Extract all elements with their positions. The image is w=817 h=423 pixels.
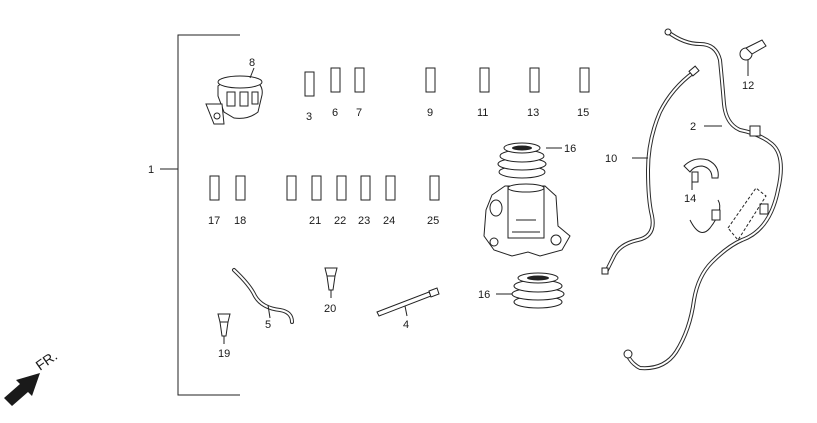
- part-15-icon: [579, 67, 590, 93]
- label-19: 19: [218, 348, 230, 360]
- part-21-icon: [311, 175, 322, 201]
- label-22: 22: [334, 215, 346, 227]
- label-10: 10: [605, 153, 617, 165]
- part-18-icon: [235, 175, 246, 201]
- front-arrow-icon: [4, 373, 40, 406]
- boot-lower-icon: [496, 272, 565, 309]
- clip-20-icon: [324, 267, 338, 298]
- label-6: 6: [332, 107, 338, 119]
- part-9-icon: [425, 67, 436, 93]
- clip-14-icon: [683, 158, 719, 190]
- label-17: 17: [208, 215, 220, 227]
- label-16-lower: 16: [478, 289, 490, 301]
- label-8: 8: [249, 57, 255, 69]
- label-20: 20: [324, 303, 336, 315]
- fr-label: FR.: [33, 347, 61, 373]
- assembly-bracket: [160, 34, 240, 396]
- label-16-upper: 16: [564, 143, 576, 155]
- label-3: 3: [306, 111, 312, 123]
- label-13: 13: [527, 107, 539, 119]
- part-unlabeled-icon: [286, 175, 297, 201]
- label-9: 9: [427, 107, 433, 119]
- hose-10-icon: [601, 65, 700, 275]
- label-15: 15: [577, 107, 589, 119]
- part-17-icon: [209, 175, 220, 201]
- label-2: 2: [690, 121, 696, 133]
- part-6-icon: [330, 67, 341, 93]
- caliper-icon: [483, 183, 571, 257]
- reservoir-icon: [205, 67, 263, 125]
- label-4: 4: [403, 319, 409, 331]
- part-11-icon: [479, 67, 490, 93]
- label-23: 23: [358, 215, 370, 227]
- label-5: 5: [265, 319, 271, 331]
- part-3-icon: [304, 71, 315, 97]
- part-24-icon: [385, 175, 396, 201]
- bent-tube-icon: [232, 268, 294, 324]
- label-11: 11: [477, 107, 488, 119]
- label-7: 7: [356, 107, 362, 119]
- part-25-icon: [429, 175, 440, 201]
- clip-19-icon: [217, 313, 231, 344]
- clamp-12-icon: [739, 39, 767, 76]
- part-23-icon: [360, 175, 371, 201]
- hose-2-icon: [623, 28, 783, 371]
- label-12: 12: [742, 80, 754, 92]
- part-7-icon: [354, 67, 365, 93]
- part-13-icon: [529, 67, 540, 93]
- part-22-icon: [336, 175, 347, 201]
- label-1: 1: [148, 164, 154, 176]
- label-18: 18: [234, 215, 246, 227]
- label-25: 25: [427, 215, 439, 227]
- label-24: 24: [383, 215, 395, 227]
- rod-icon: [376, 287, 440, 317]
- label-14: 14: [684, 193, 696, 205]
- boot-upper-icon: [497, 142, 562, 179]
- label-21: 21: [309, 215, 321, 227]
